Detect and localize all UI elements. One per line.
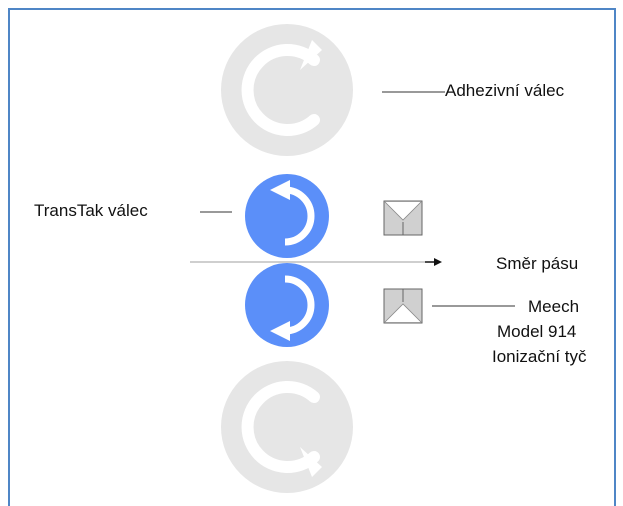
rotation-arrow-icon xyxy=(241,381,320,473)
label-meech-line1: Meech xyxy=(528,297,580,316)
label-meech-line2: Model 914 xyxy=(497,322,577,341)
rotation-arrow-icon xyxy=(284,186,315,246)
label-web-direction: Směr pásu xyxy=(496,254,579,273)
label-transtak-roller: TransTak válec xyxy=(34,201,148,220)
label-meech-line3: Ionizační tyč xyxy=(492,347,587,366)
frame-border-top xyxy=(8,8,616,10)
ionization-bar-lower xyxy=(383,288,423,324)
frame-border-left xyxy=(8,8,10,506)
label-adhesive-roller: Adhezivní válec xyxy=(445,81,565,100)
ionization-bar-upper xyxy=(383,200,423,236)
rotation-arrow-icon xyxy=(284,275,315,335)
adhesive-roller-bottom xyxy=(221,361,353,493)
frame-border-right xyxy=(614,8,616,506)
rotation-arrow-icon xyxy=(241,44,320,136)
transtak-roller-upper xyxy=(245,174,329,258)
adhesive-roller-top xyxy=(221,24,353,156)
transtak-roller-lower xyxy=(245,263,329,347)
